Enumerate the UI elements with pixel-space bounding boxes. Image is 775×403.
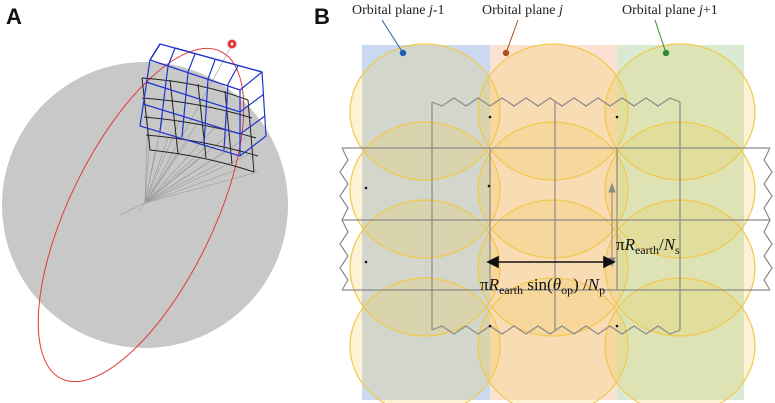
satellite-dots <box>364 115 619 328</box>
horizontal-spacing-arrow <box>486 255 616 269</box>
vertical-spacing-formula: πRearth/Ns <box>616 235 680 257</box>
panel-b-letter: B <box>314 4 330 29</box>
plane-marker-3 <box>662 49 670 57</box>
orbit-path <box>37 47 245 383</box>
plane-label-1: Orbital plane j-1 <box>352 3 445 18</box>
plane-label-3: Orbital plane j+1 <box>622 3 718 18</box>
plane-leaders <box>381 19 667 54</box>
beam-rays <box>119 114 259 216</box>
earth-sphere <box>2 62 288 348</box>
plane-marker-2 <box>502 49 510 57</box>
footprint-circles <box>349 43 756 403</box>
plane-marker-1 <box>399 49 407 57</box>
cell-grid <box>339 97 773 335</box>
panel-a: A <box>2 4 288 383</box>
satellite-marker-core <box>230 42 234 46</box>
ground-cell-grid <box>141 77 259 173</box>
panel-b: B <box>314 3 773 403</box>
beam-grid <box>139 43 267 157</box>
panel-a-letter: A <box>6 4 22 29</box>
plane-label-2: Orbital plane j <box>482 3 563 18</box>
horizontal-spacing-formula: πRearth sin(θop) /Np <box>480 275 605 297</box>
